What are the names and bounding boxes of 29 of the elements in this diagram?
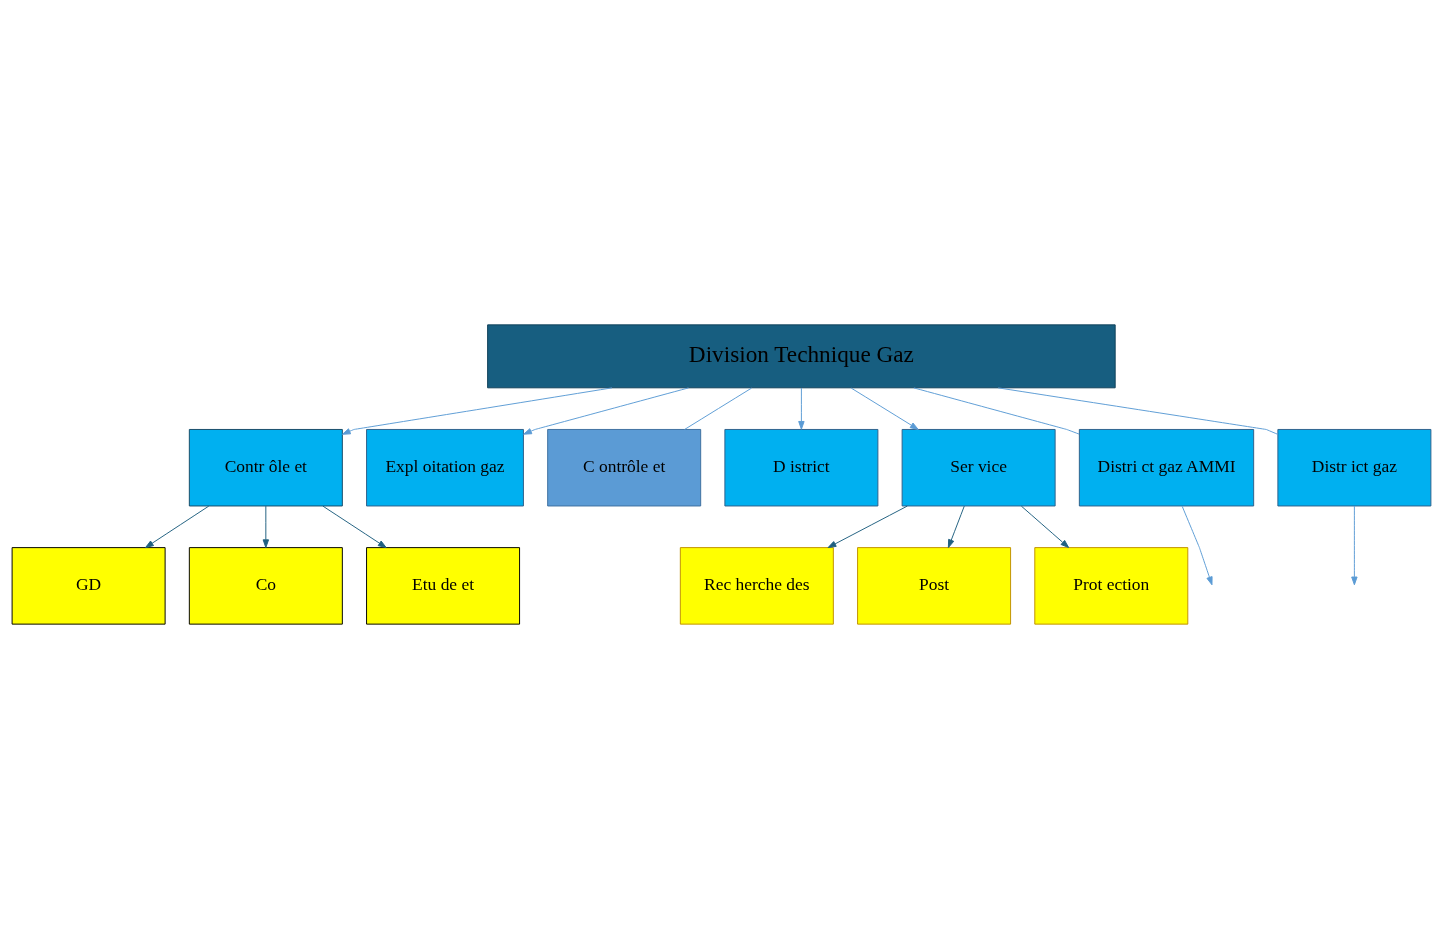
node-box: Etu de et: [366, 546, 521, 625]
node-box: Contr ôle et: [188, 428, 343, 506]
arrow: [322, 505, 387, 548]
node-box: Rec herche des: [679, 546, 834, 625]
arrow: [262, 505, 270, 548]
connector: [913, 386, 1080, 435]
arrow: [1181, 505, 1213, 585]
node-box: Division Technique Gaz: [487, 323, 1116, 388]
arrow: [947, 505, 965, 548]
node-box: Distr ict gaz: [1277, 428, 1432, 506]
connector: [684, 387, 753, 430]
node-box: GD: [11, 546, 166, 625]
arrow: [1020, 505, 1070, 548]
node-box: Ser vice: [901, 428, 1056, 506]
node-box: Post: [857, 546, 1012, 625]
connector: [997, 386, 1279, 435]
arrow: [850, 387, 919, 430]
arrow: [1351, 505, 1358, 585]
arrow: [798, 387, 805, 430]
arrow: [145, 505, 210, 548]
node-box: Co: [188, 546, 343, 625]
arrow: [523, 386, 689, 435]
arrow: [827, 505, 908, 548]
node-box: Prot ection: [1034, 546, 1189, 625]
node-box: Expl oitation gaz: [366, 428, 524, 506]
arrow: [341, 386, 613, 435]
node-box: Distri ct gaz AMMI: [1078, 428, 1255, 506]
node-box: C ontrôle et: [547, 428, 702, 506]
node-box: D istrict: [724, 428, 879, 506]
